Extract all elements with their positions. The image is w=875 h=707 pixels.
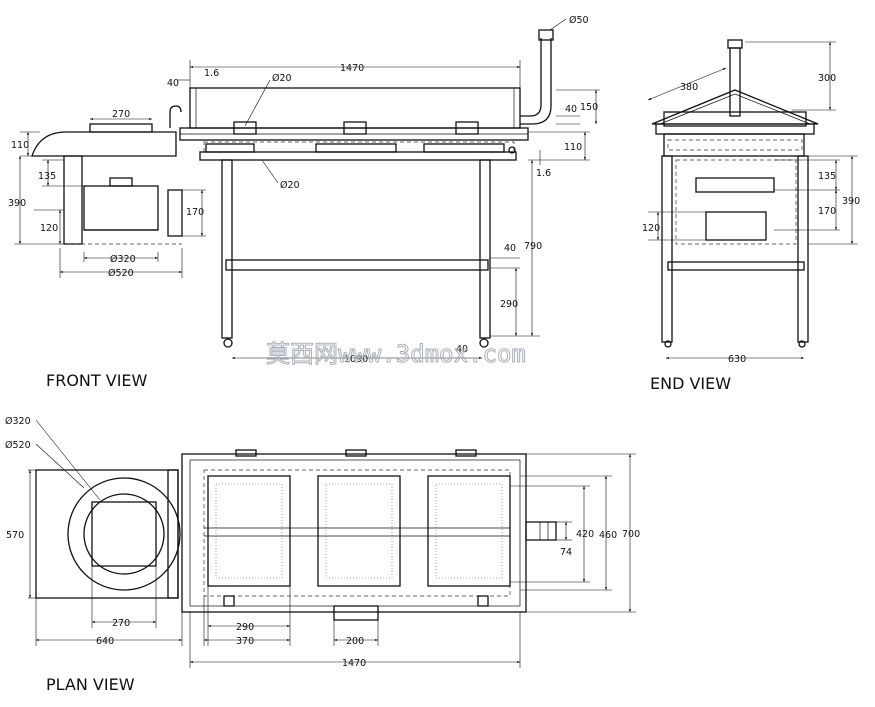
dim-plan-dia520: Ø520 <box>5 440 31 451</box>
dim-end-390: 390 <box>842 196 860 207</box>
dim-end-380: 380 <box>680 82 698 93</box>
front-wok-top <box>31 131 177 157</box>
dim-front-150: 150 <box>580 102 598 113</box>
front-leg-left <box>221 159 233 339</box>
end-view-label: END VIEW <box>650 374 731 393</box>
dim-front-120: 120 <box>40 223 58 234</box>
end-hood-roof <box>651 89 819 125</box>
dim-front-1470: 1470 <box>340 63 364 74</box>
dim-front-1p6-right: 1.6 <box>536 168 551 179</box>
dim-plan-370: 370 <box>236 636 254 647</box>
dim-plan-420: 420 <box>576 529 594 540</box>
front-chimney <box>520 38 542 117</box>
dim-front-110-right: 110 <box>564 142 582 153</box>
dim-front-40-bottom: 40 <box>456 344 468 355</box>
dim-front-290: 290 <box>500 299 518 310</box>
dim-plan-640: 640 <box>96 636 114 647</box>
dim-front-1p6-top: 1.6 <box>204 68 219 79</box>
dim-plan-700: 700 <box>622 529 640 540</box>
front-burner-3 <box>455 121 479 135</box>
dim-front-135: 135 <box>38 171 56 182</box>
plan-burner-1 <box>207 475 291 587</box>
plan-wok-outer <box>67 477 181 591</box>
watermark-text: 莫西网www.3dmox.com <box>266 340 526 368</box>
dim-end-135: 135 <box>818 171 836 182</box>
dim-plan-570: 570 <box>6 530 24 541</box>
dim-front-dia520: Ø520 <box>108 268 134 279</box>
dim-front-1090: 1090 <box>344 354 368 365</box>
dim-end-630: 630 <box>728 354 746 365</box>
front-burner-1 <box>233 121 257 135</box>
end-chimney <box>729 47 741 117</box>
front-leg-right <box>479 159 491 339</box>
dim-front-790: 790 <box>524 241 542 252</box>
dim-front-dia50: Ø50 <box>569 15 589 26</box>
dim-front-390: 390 <box>8 198 26 209</box>
end-leg-right <box>797 155 809 343</box>
dim-front-40-top: 40 <box>167 78 179 89</box>
dim-front-40-mid: 40 <box>504 243 516 254</box>
front-wok-body <box>83 185 159 231</box>
plan-view: Ø320 Ø520 570 270 640 290 370 200 <box>5 416 640 694</box>
plan-burner-2 <box>317 475 401 587</box>
dim-front-170: 170 <box>186 207 204 218</box>
end-lower-shelf <box>667 261 805 271</box>
dim-front-dia20-bot: Ø20 <box>280 180 300 191</box>
dim-front-dia320: Ø320 <box>110 254 136 265</box>
dim-plan-200: 200 <box>346 636 364 647</box>
dim-end-170: 170 <box>818 206 836 217</box>
end-wok-body <box>705 211 767 241</box>
dim-plan-74: 74 <box>560 547 572 558</box>
end-chimney-cap <box>727 39 743 49</box>
end-leg-left <box>661 155 673 343</box>
front-view: 1470 40 1.6 Ø20 Ø20 Ø50 40 150 110 1.6 1… <box>8 15 600 390</box>
plan-wok-inner <box>83 493 165 575</box>
dim-plan-460: 460 <box>599 530 617 541</box>
dim-plan-270: 270 <box>112 618 130 629</box>
front-burner-2 <box>343 121 367 135</box>
plan-table-outline <box>181 453 527 613</box>
dim-plan-290: 290 <box>236 622 254 633</box>
front-view-label: FRONT VIEW <box>46 371 148 390</box>
dim-end-300: 300 <box>818 73 836 84</box>
plan-view-label: PLAN VIEW <box>46 675 135 694</box>
dim-front-40-right: 40 <box>565 104 577 115</box>
plan-burner-3 <box>427 475 511 587</box>
end-view: 300 380 135 390 170 120 630 END VIEW <box>642 39 860 393</box>
dim-end-120: 120 <box>642 223 660 234</box>
dim-plan-dia320: Ø320 <box>5 416 31 427</box>
dim-front-dia20-top: Ø20 <box>272 73 292 84</box>
dim-front-110-left: 110 <box>11 140 29 151</box>
front-lower-shelf <box>225 259 489 271</box>
dim-front-270: 270 <box>112 109 130 120</box>
dim-plan-1470: 1470 <box>342 658 366 669</box>
